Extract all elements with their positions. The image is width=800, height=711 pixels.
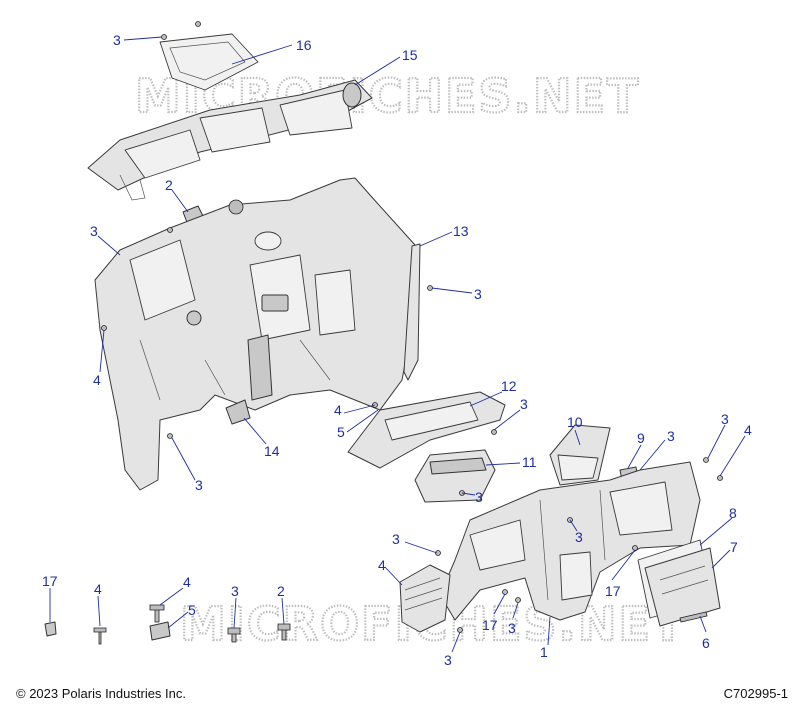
part-side-trim-strip [403,243,421,381]
callout-35: 4 [183,574,191,590]
callout-labels: 3 16 15 2 3 13 3 4 12 3 4 5 14 3 10 9 3 … [42,32,752,668]
callout-9: 12 [501,378,517,394]
callout-34: 4 [94,581,102,597]
callout-27: 17 [605,583,621,599]
callout-12: 5 [337,424,345,440]
callout-26: 3 [575,529,583,545]
part-cover-panel [637,539,721,627]
callout-13: 14 [264,443,280,459]
part-bolt-2 [277,623,291,641]
part-screw-6 [679,611,708,623]
callout-30: 1 [540,644,548,660]
figure-id: C702995-1 [723,686,788,701]
callout-4: 2 [165,177,173,193]
part-left-bin [399,564,451,633]
callout-29: 17 [482,617,498,633]
callout-19: 4 [744,422,752,438]
callout-3: 15 [402,47,418,63]
loose-hardware-row [44,604,291,645]
callout-15: 10 [567,414,583,430]
callout-10: 3 [520,396,528,412]
part-storage-box [549,424,611,486]
callout-8: 4 [93,372,101,388]
callout-37: 3 [231,583,239,599]
part-clip-5 [149,621,171,641]
copyright-notice: © 2023 Polaris Industries Inc. [16,686,186,701]
callout-31: 3 [444,652,452,668]
callout-2: 16 [296,37,312,53]
callout-25: 4 [378,557,386,573]
callout-28: 3 [508,620,516,636]
part-clip-17 [44,621,57,637]
callout-11: 4 [334,402,342,418]
callout-5: 3 [90,223,98,239]
callout-6: 13 [453,223,469,239]
callout-1: 3 [113,32,121,48]
callout-38: 2 [277,583,285,599]
callout-16: 9 [637,430,645,446]
part-screw-3 [227,627,241,643]
leader-lines [49,36,746,653]
part-main-dash-body [94,177,416,491]
callout-20: 11 [522,454,537,470]
part-lower-tray [347,391,506,469]
callout-36: 5 [188,602,196,618]
part-upper-dash-panel [87,79,373,201]
callout-7: 3 [474,286,482,302]
part-lower-console [439,461,701,621]
callout-17: 3 [667,428,675,444]
callout-23: 7 [730,539,738,555]
callout-21: 3 [475,489,483,505]
part-pin-4 [93,627,107,645]
callout-14: 3 [195,477,203,493]
callout-33: 17 [42,573,58,589]
callout-24: 3 [392,531,400,547]
part-top-tray [159,21,259,91]
part-storage-bin [414,449,496,503]
part-rivet-4 [149,604,165,623]
callout-18: 3 [721,411,729,427]
fasteners-scatter [101,34,723,633]
callout-22: 8 [729,505,737,521]
callout-32: 6 [702,635,710,651]
